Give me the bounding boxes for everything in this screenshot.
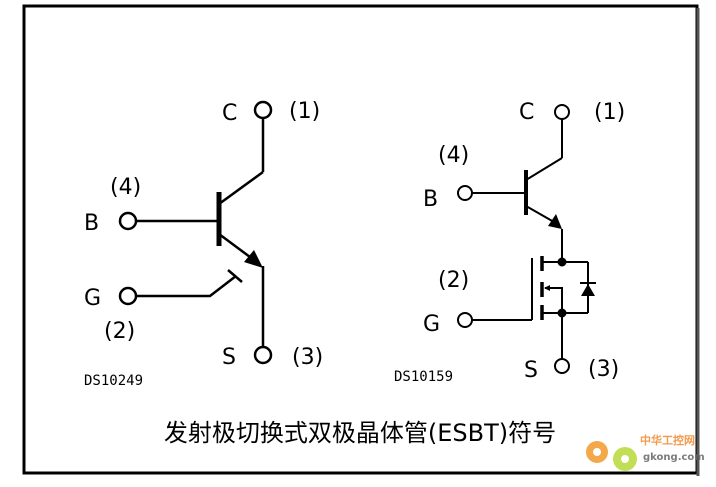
left-code: DS10249 xyxy=(84,373,143,389)
right-gate-label: G xyxy=(423,312,440,337)
frame xyxy=(22,4,699,475)
collector-terminal xyxy=(554,104,570,120)
left-source-pin: (3) xyxy=(292,345,323,370)
left-gate-pin: (2) xyxy=(104,319,135,344)
right-base-label: B xyxy=(423,187,438,212)
right-base-pin: (4) xyxy=(438,143,469,168)
right-code: DS10159 xyxy=(394,369,453,385)
gate-terminal xyxy=(118,286,138,306)
right-collector-pin: (1) xyxy=(594,100,625,125)
base-terminal xyxy=(457,185,473,201)
right-collector-label: C xyxy=(519,100,534,125)
left-collector-label: C xyxy=(222,101,237,126)
svg-text:gkong.com: gkong.com xyxy=(643,452,705,463)
right-gate-pin: (2) xyxy=(438,268,469,293)
collector-terminal xyxy=(253,100,273,120)
source-terminal xyxy=(253,345,273,365)
emitter-arrow xyxy=(244,250,263,268)
left-gate-label: G xyxy=(84,286,101,311)
source-terminal xyxy=(554,358,570,374)
right-source-pin: (3) xyxy=(588,357,619,382)
caption: 发射极切换式双极晶体管(ESBT)符号 xyxy=(164,419,556,447)
gate-terminal xyxy=(457,312,473,328)
svg-text:中华工控网: 中华工控网 xyxy=(640,433,695,447)
base-terminal xyxy=(118,211,138,231)
left-esbt-symbol xyxy=(118,100,273,365)
emitter-arrow xyxy=(548,214,562,229)
left-source-label: S xyxy=(222,345,236,370)
right-esbt-symbol xyxy=(457,104,596,374)
left-base-label: B xyxy=(84,211,99,236)
watermark-logo: 中华工控网 gkong.com xyxy=(586,433,705,471)
left-base-pin: (4) xyxy=(110,175,141,200)
left-collector-pin: (1) xyxy=(289,99,320,124)
right-source-label: S xyxy=(524,358,538,383)
body-diode xyxy=(581,284,595,296)
